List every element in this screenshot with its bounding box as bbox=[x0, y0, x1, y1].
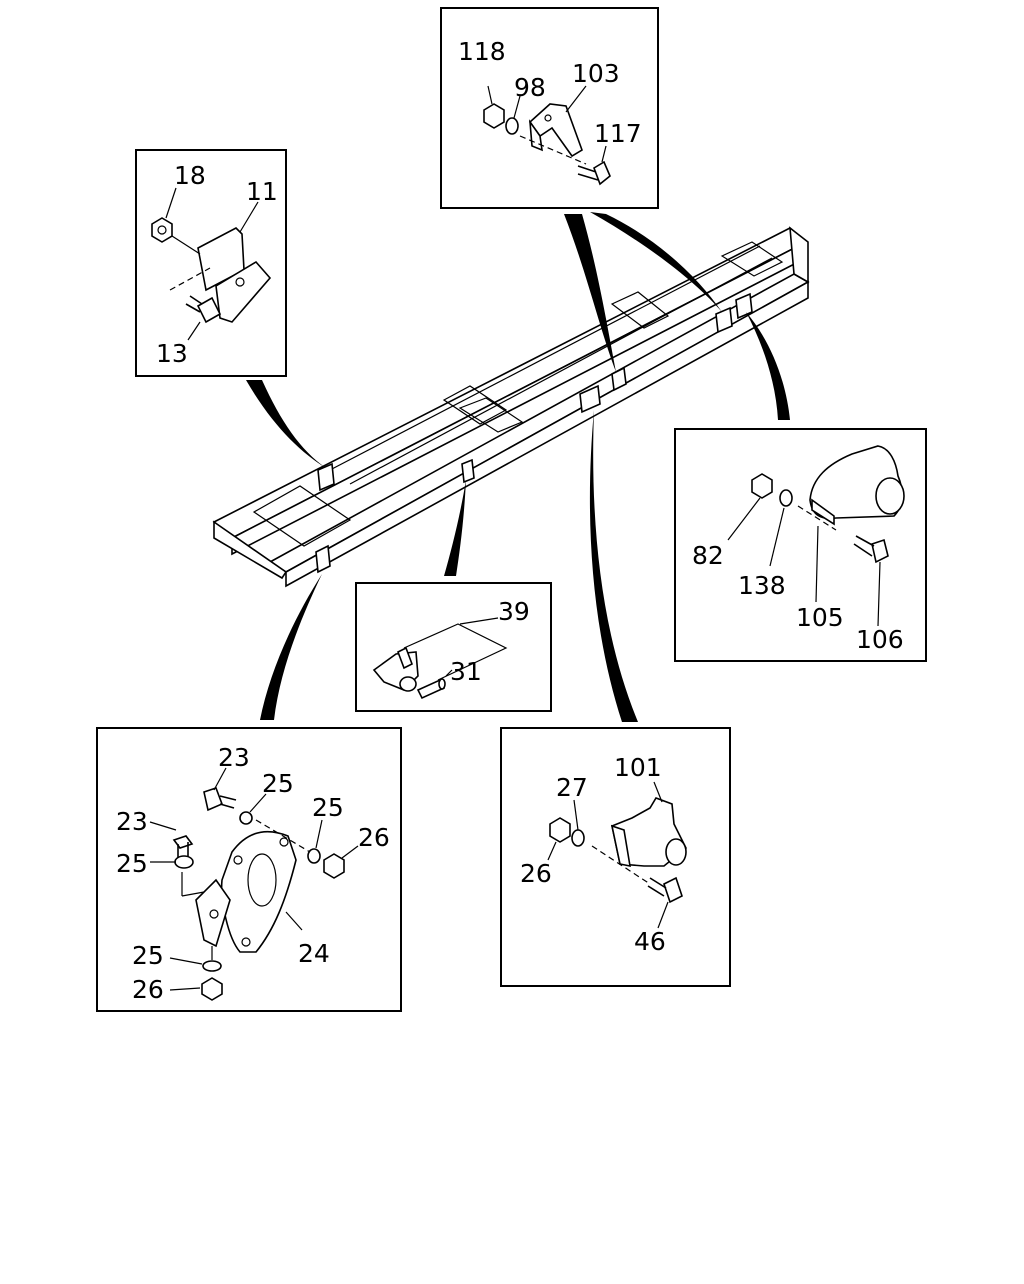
callout-31: 31 bbox=[450, 657, 482, 686]
callout-39: 39 bbox=[498, 597, 530, 626]
callout-82: 82 bbox=[692, 541, 724, 570]
callout-24: 24 bbox=[298, 939, 330, 968]
callout-26: 26 bbox=[520, 859, 552, 888]
callout-26-right: 26 bbox=[358, 823, 390, 852]
callout-117: 117 bbox=[594, 119, 642, 148]
callout-98: 98 bbox=[514, 73, 546, 102]
callout-11: 11 bbox=[246, 177, 278, 206]
callout-13: 13 bbox=[156, 339, 188, 368]
detail-box-middle: 39 31 bbox=[355, 582, 552, 712]
callout-25-left: 25 bbox=[116, 849, 148, 878]
callout-105: 105 bbox=[796, 603, 844, 632]
callout-118: 118 bbox=[458, 37, 506, 66]
callout-27: 27 bbox=[556, 773, 588, 802]
callout-23-top: 23 bbox=[218, 743, 250, 772]
chassis-frame bbox=[212, 226, 810, 588]
detail-box-right: 82 138 105 106 bbox=[674, 428, 927, 662]
callout-26-bottom: 26 bbox=[132, 975, 164, 1004]
leader-sweeps bbox=[246, 212, 790, 722]
callout-25-bottom: 25 bbox=[132, 941, 164, 970]
callout-23-left: 23 bbox=[116, 807, 148, 836]
callout-46: 46 bbox=[634, 927, 666, 956]
detail-box-top-center: 118 98 103 117 bbox=[440, 7, 659, 209]
detail-box-top-left: 18 11 13 bbox=[135, 149, 287, 377]
callout-25-top: 25 bbox=[262, 769, 294, 798]
callout-103: 103 bbox=[572, 59, 620, 88]
callout-25-right: 25 bbox=[312, 793, 344, 822]
callout-106: 106 bbox=[856, 625, 904, 654]
detail-box-bottom-right: 101 27 26 46 bbox=[500, 727, 731, 987]
callout-18: 18 bbox=[174, 161, 206, 190]
callout-138: 138 bbox=[738, 571, 786, 600]
detail-box-bottom-left: 23 25 23 25 26 25 24 25 26 bbox=[96, 727, 402, 1012]
callout-101: 101 bbox=[614, 753, 662, 782]
